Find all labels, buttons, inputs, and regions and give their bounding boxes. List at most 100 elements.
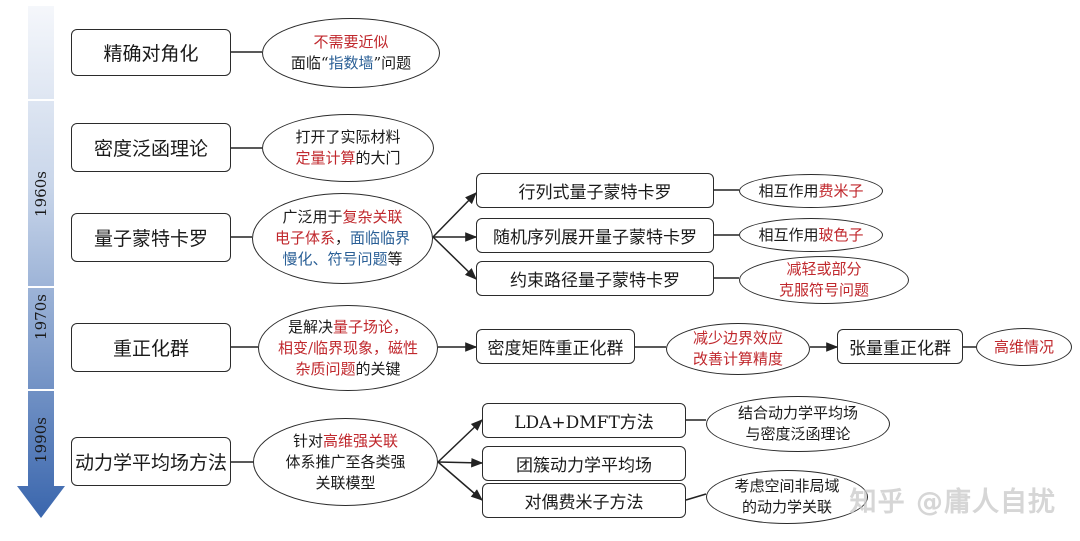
text-segment: 相互作用 (758, 225, 819, 244)
branch-dmrg: 密度矩阵重正化群 (476, 329, 635, 364)
ellipse-text: 不需要近似面临“指数墙”问题 (291, 32, 411, 74)
note-ellipse-dmft: 针对高维强关联体系推广至各类强关联模型 (253, 418, 438, 506)
text-segment: 的大门 (355, 149, 401, 167)
text-segment: ， (334, 229, 350, 247)
text-segment: 结合动力学平均场 (737, 404, 858, 422)
text-segment: 高维情况 (993, 337, 1054, 356)
note-ellipse-qmc: 广泛用于复杂关联电子体系，面临临界慢化、符号问题等 (252, 193, 433, 284)
branch-dqmc: 行列式量子蒙特卡罗 (476, 173, 714, 208)
method-qmc: 量子蒙特卡罗 (71, 213, 231, 262)
ellipse-text-line: 杂质问题的关键 (278, 359, 418, 380)
text-segment: 电子体系 (274, 229, 335, 247)
era-label-1970s: 1970s (32, 294, 50, 340)
result-ellipse-sign: 减轻或部分克服符号问题 (739, 256, 909, 304)
branch-trg: 张量重正化群 (837, 329, 963, 364)
text-segment: 减少边界效应 (692, 329, 783, 347)
ellipse-text-line: 关联模型 (285, 473, 405, 494)
ellipse-text-line: 克服符号问题 (779, 280, 869, 301)
text-segment: 体系推广至各类强 (285, 452, 406, 471)
text-segment: 费米子 (818, 181, 864, 200)
ellipse-text-line: 与密度泛函理论 (738, 424, 858, 445)
text-segment: 面临“ (290, 54, 329, 72)
ellipse-text-line: 打开了实际材料 (295, 127, 400, 148)
branch-sse-qmc: 随机序列展开量子蒙特卡罗 (476, 218, 714, 253)
text-segment: 打开了实际材料 (295, 128, 401, 146)
text-segment: 玻色子 (818, 225, 864, 244)
text-segment: 定量计算 (295, 149, 356, 167)
ellipse-text: 针对高维强关联体系推广至各类强关联模型 (285, 431, 405, 494)
text-segment: 量子场论， (333, 317, 409, 336)
text-segment: 等 (387, 250, 403, 268)
result-ellipse-boundary: 减少边界效应改善计算精度 (666, 323, 810, 375)
method-dft: 密度泛函理论 (71, 123, 231, 172)
watermark: 知乎 @庸人自扰 (849, 487, 1056, 518)
text-segment: 的动力学关联 (741, 498, 832, 516)
ellipse-text-line: 减轻或部分 (779, 259, 869, 280)
result-ellipse-fermion: 相互作用费米子 (739, 174, 883, 208)
ellipse-text-line: 慢化、符号问题等 (275, 249, 410, 270)
note-ellipse-diag: 不需要近似面临“指数墙”问题 (262, 18, 440, 88)
text-segment: ”问题 (373, 54, 412, 72)
text-segment: 杂质问题 (295, 359, 356, 378)
text-segment: 广泛用于 (282, 208, 343, 226)
ellipse-text: 减轻或部分克服符号问题 (779, 259, 869, 301)
ellipse-text: 相互作用玻色子 (758, 225, 863, 246)
text-segment: 面临临界 (350, 229, 411, 247)
era-label-1960s: 1960s (32, 170, 50, 217)
result-ellipse-lda: 结合动力学平均场与密度泛函理论 (706, 396, 890, 452)
ellipse-text: 高维情况 (994, 337, 1054, 358)
ellipse-text-line: 不需要近似 (291, 32, 411, 53)
ellipse-text-line: 减少边界效应 (693, 328, 783, 349)
branch-cluster-dmft: 团簇动力学平均场 (482, 446, 686, 481)
ellipse-text-line: 面临“指数墙”问题 (291, 53, 411, 74)
note-ellipse-dft: 打开了实际材料定量计算的大门 (262, 114, 434, 182)
ellipse-text-line: 考虑空间非局域 (734, 476, 839, 497)
ellipse-text-line: 广泛用于复杂关联 (275, 207, 410, 228)
ellipse-text: 广泛用于复杂关联电子体系，面临临界慢化、符号问题等 (275, 207, 410, 270)
note-ellipse-rg: 是解决量子场论，相变/临界现象，磁性杂质问题的关键 (258, 305, 438, 391)
ellipse-text-line: 相互作用玻色子 (758, 225, 863, 246)
text-segment: 改善计算精度 (692, 350, 783, 368)
method-dmft: 动力学平均场方法 (71, 437, 231, 486)
era-label-1990s: 1990s (32, 417, 50, 463)
branch-dual-fermion: 对偶费米子方法 (482, 483, 686, 518)
branch-lda-dmft: LDA+DMFT方法 (482, 403, 686, 438)
text-segment: 针对 (292, 431, 323, 450)
text-segment: 克服符号问题 (778, 281, 869, 299)
ellipse-text-line: 体系推广至各类强 (285, 452, 405, 473)
text-segment: 的关键 (355, 359, 401, 378)
ellipse-text: 考虑空间非局域的动力学关联 (734, 476, 839, 518)
ellipse-text-line: 的动力学关联 (734, 497, 839, 518)
text-segment: 减轻或部分 (786, 260, 862, 278)
text-segment: 相变/临界现象，磁性 (277, 338, 419, 357)
ellipse-text-line: 相互作用费米子 (758, 181, 863, 202)
result-ellipse-high-dim: 高维情况 (976, 328, 1072, 366)
text-segment: 复杂关联 (342, 208, 403, 226)
text-segment: 是解决 (287, 317, 333, 336)
ellipse-text: 减少边界效应改善计算精度 (693, 328, 783, 370)
text-segment: 关联模型 (315, 473, 376, 492)
ellipse-text: 结合动力学平均场与密度泛函理论 (738, 403, 858, 445)
ellipse-text-line: 针对高维强关联 (285, 431, 405, 452)
text-segment: 相互作用 (758, 181, 819, 200)
ellipse-text: 打开了实际材料定量计算的大门 (295, 127, 400, 169)
ellipse-text-line: 改善计算精度 (693, 349, 783, 370)
ellipse-text: 是解决量子场论，相变/临界现象，磁性杂质问题的关键 (278, 317, 418, 380)
ellipse-text-line: 结合动力学平均场 (738, 403, 858, 424)
result-ellipse-dual: 考虑空间非局域的动力学关联 (706, 470, 868, 524)
text-segment: 高维强关联 (322, 431, 398, 450)
ellipse-text-line: 相变/临界现象，磁性 (278, 338, 418, 359)
text-segment: 考虑空间非局域 (734, 477, 840, 495)
ellipse-text-line: 定量计算的大门 (295, 148, 400, 169)
ellipse-text: 相互作用费米子 (758, 181, 863, 202)
method-exact-diagonalization: 精确对角化 (71, 29, 231, 76)
branch-cp-qmc: 约束路径量子蒙特卡罗 (476, 261, 714, 296)
ellipse-text-line: 是解决量子场论， (278, 317, 418, 338)
ellipse-text-line: 电子体系，面临临界 (275, 228, 410, 249)
text-segment: 慢化、符号问题 (282, 250, 388, 268)
ellipse-text-line: 高维情况 (994, 337, 1054, 358)
text-segment: 不需要近似 (313, 33, 389, 51)
text-segment: 与密度泛函理论 (745, 425, 851, 443)
method-rg: 重正化群 (71, 323, 231, 372)
